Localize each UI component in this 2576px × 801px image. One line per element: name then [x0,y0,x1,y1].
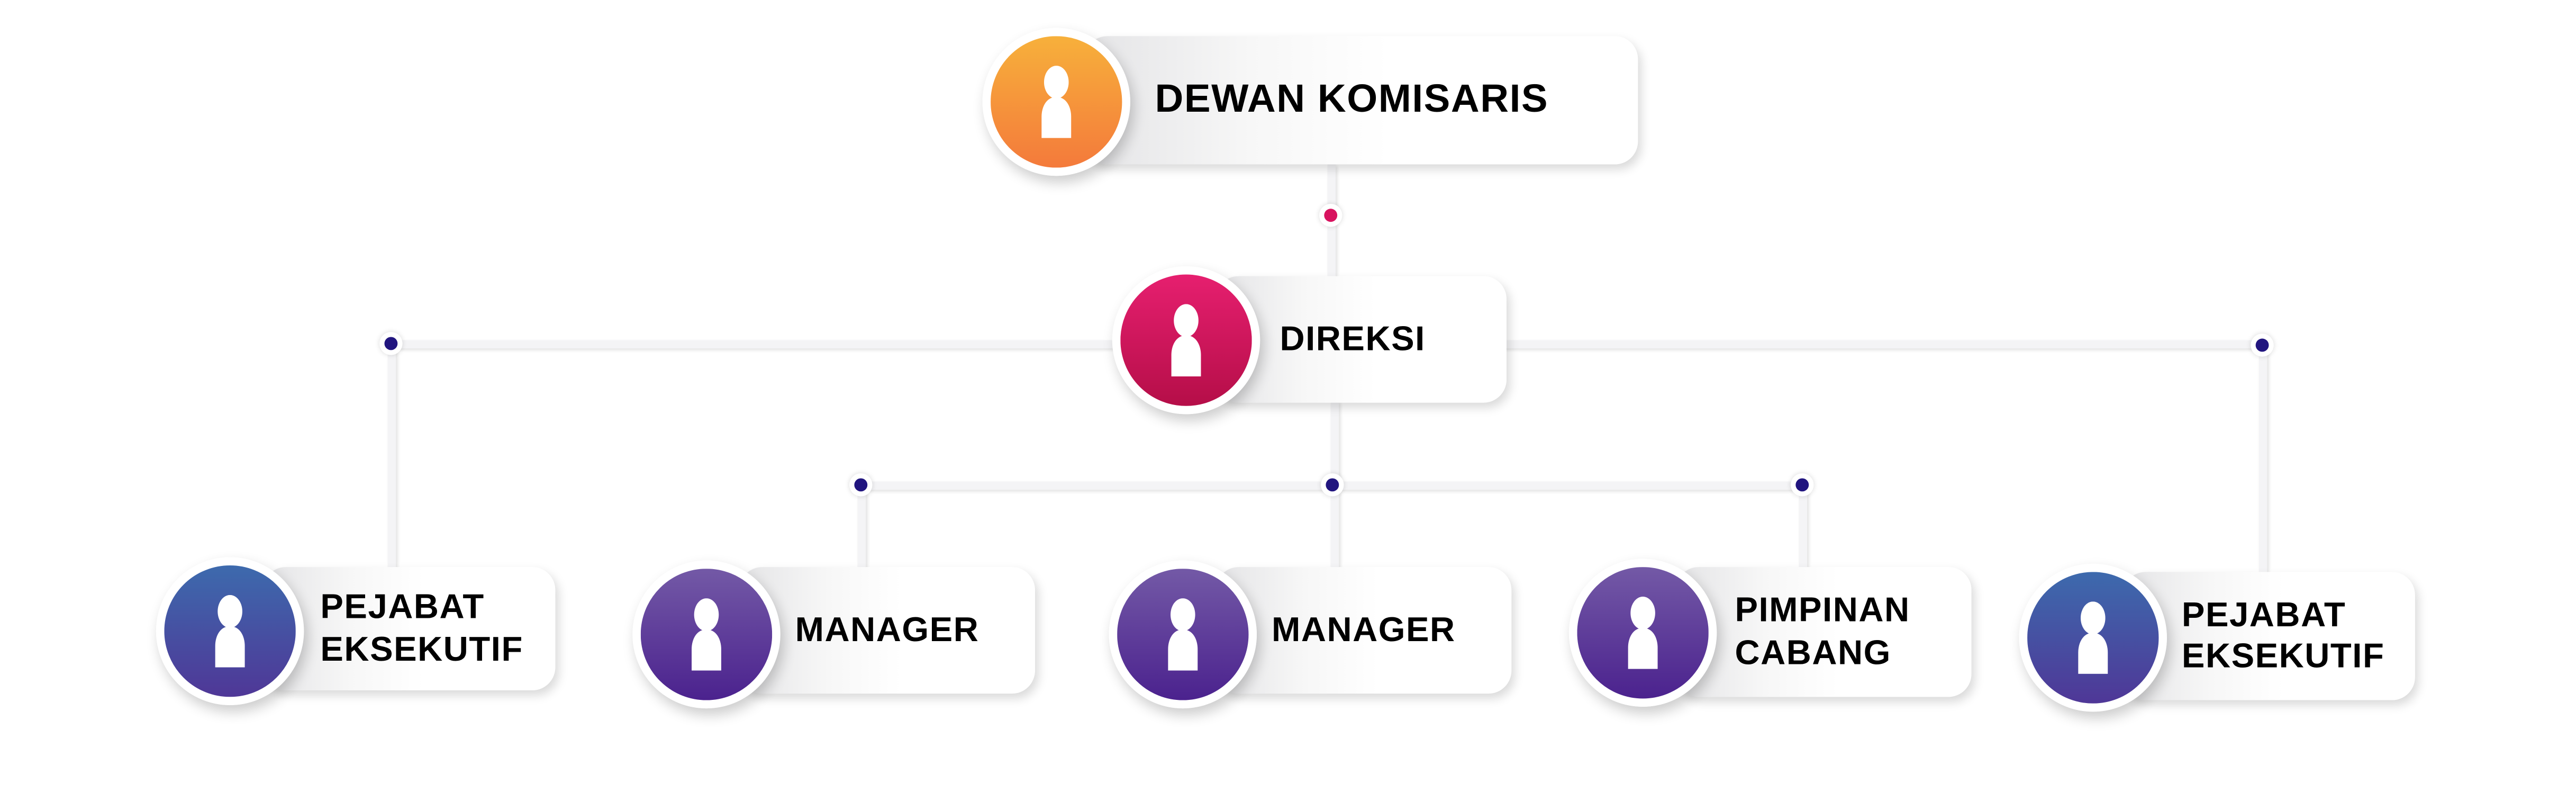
node-direksi: DIREKSI [1216,276,1507,403]
avatar [632,560,781,709]
node-manager-1: MANAGER [739,567,1035,694]
connector-dot [849,473,873,497]
avatar [1109,560,1257,709]
node-label: DEWAN KOMISARIS [1155,76,1549,121]
label-line: PEJABAT [320,589,485,627]
node-manager-2: MANAGER [1216,567,1512,694]
avatar [982,28,1130,176]
avatar [156,557,304,705]
node-label: MANAGER [795,611,979,650]
connector-dot [2251,334,2274,357]
connector-line [2258,343,2267,574]
connector-dot [1321,473,1344,497]
person-icon [1171,304,1201,376]
label-line: EKSEKUTIF [2181,637,2385,676]
avatar [2019,563,2167,712]
person-icon [1628,596,1658,669]
person-icon [1041,66,1072,138]
connector-line [387,343,396,571]
connector-line [857,484,866,571]
avatar [1568,559,1717,707]
connector-dot [1319,203,1343,227]
connector-dot [1791,473,1814,497]
person-icon [215,595,245,668]
node-label: DIREKSI [1280,320,1426,358]
person-icon [2078,601,2108,674]
label-line: PIMPINAN [1735,592,1910,631]
connector-line [1799,484,1808,571]
avatar [1112,266,1260,415]
label-line: EKSEKUTIF [320,630,523,669]
node-label: MANAGER [1271,611,1456,650]
node-dewan-komisaris: DEWAN KOMISARIS [1084,36,1638,165]
label-line: PEJABAT [2181,596,2346,634]
label-line: CABANG [1735,633,1891,672]
person-icon [692,598,721,671]
person-icon [1168,598,1198,671]
connector-dot [379,332,403,355]
